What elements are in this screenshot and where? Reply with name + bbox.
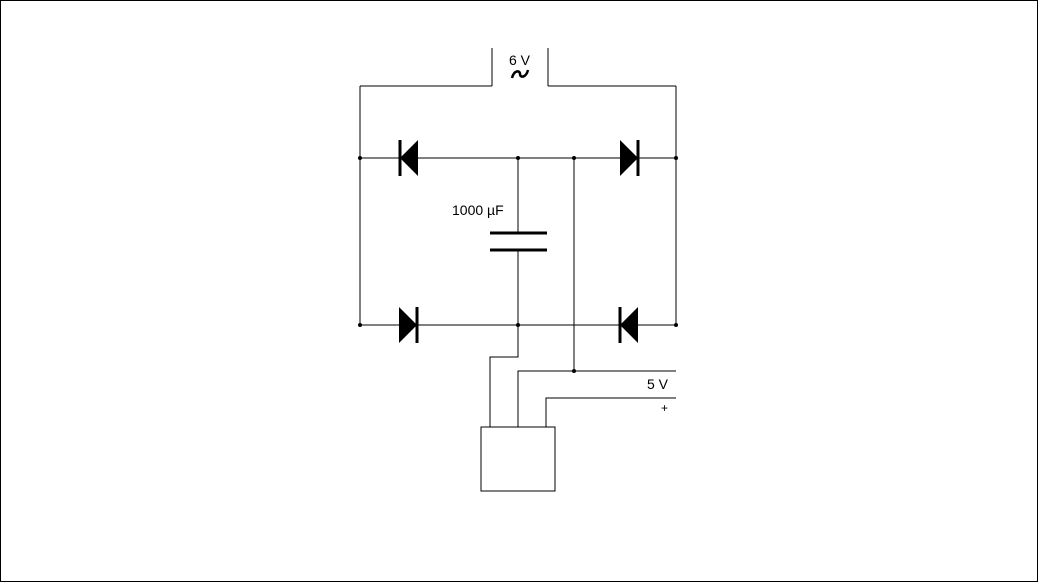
diode-bottom-right — [618, 307, 638, 343]
junction-dots — [358, 156, 678, 373]
voltage-regulator-box — [480, 426, 556, 492]
source-voltage-label: 6 V — [509, 52, 531, 68]
junction-dot — [516, 156, 520, 160]
junction-dot — [572, 156, 576, 160]
junction-dot — [674, 156, 678, 160]
ac-source-terminals — [360, 48, 676, 87]
capacitor-value-label: 1000 µF — [452, 202, 504, 218]
junction-dot — [674, 323, 678, 327]
junction-dot — [358, 156, 362, 160]
output-voltage-label: 5 V — [647, 376, 669, 392]
diode-top-left — [398, 140, 418, 176]
junction-dot — [572, 369, 576, 373]
ac-source-icon — [510, 69, 530, 79]
diode-top-right — [620, 140, 640, 176]
capacitor — [490, 158, 547, 325]
diode-bottom-left — [399, 307, 419, 343]
regulator-wiring — [489, 325, 676, 427]
junction-dot — [516, 323, 520, 327]
junction-dot — [358, 323, 362, 327]
output-polarity-label: + — [661, 401, 668, 415]
